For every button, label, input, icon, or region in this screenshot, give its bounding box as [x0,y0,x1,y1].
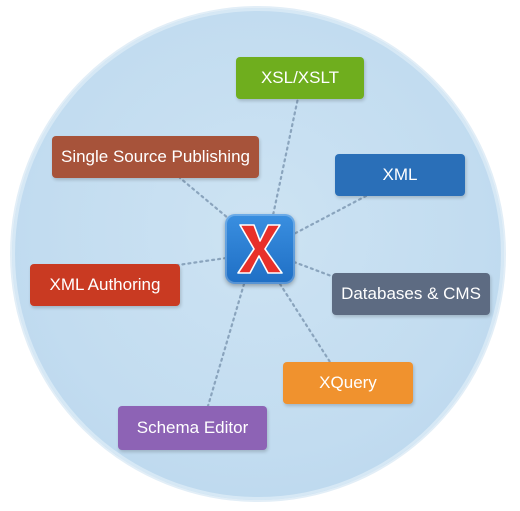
node-single-source-publishing[interactable]: Single Source Publishing [52,136,259,178]
node-label: Single Source Publishing [60,147,250,166]
connector-xsl-xslt [270,96,300,222]
node-label: XML Authoring [49,275,161,294]
node-xml[interactable]: XML [335,154,465,196]
connector-databases-cms [292,260,336,279]
node-xml-authoring[interactable]: XML Authoring [30,264,180,306]
node-databases-cms[interactable]: Databases & CMS [332,273,490,315]
connector-xml [288,194,368,238]
node-label: XML [382,165,418,184]
hub-logo[interactable] [225,214,295,284]
connector-xquery [278,282,332,364]
node-xquery[interactable]: XQuery [283,362,413,404]
node-label: Schema Editor [136,418,249,437]
connector-schema-editor [206,282,246,408]
connector-xml-authoring [176,256,228,267]
node-label: XSL/XSLT [260,68,340,87]
node-label: Databases & CMS [341,284,481,303]
node-schema-editor[interactable]: Schema Editor [118,406,267,450]
oxygen-x-logo-icon [237,224,283,274]
node-label: XQuery [319,373,377,392]
node-xsl-xslt[interactable]: XSL/XSLT [236,57,364,99]
